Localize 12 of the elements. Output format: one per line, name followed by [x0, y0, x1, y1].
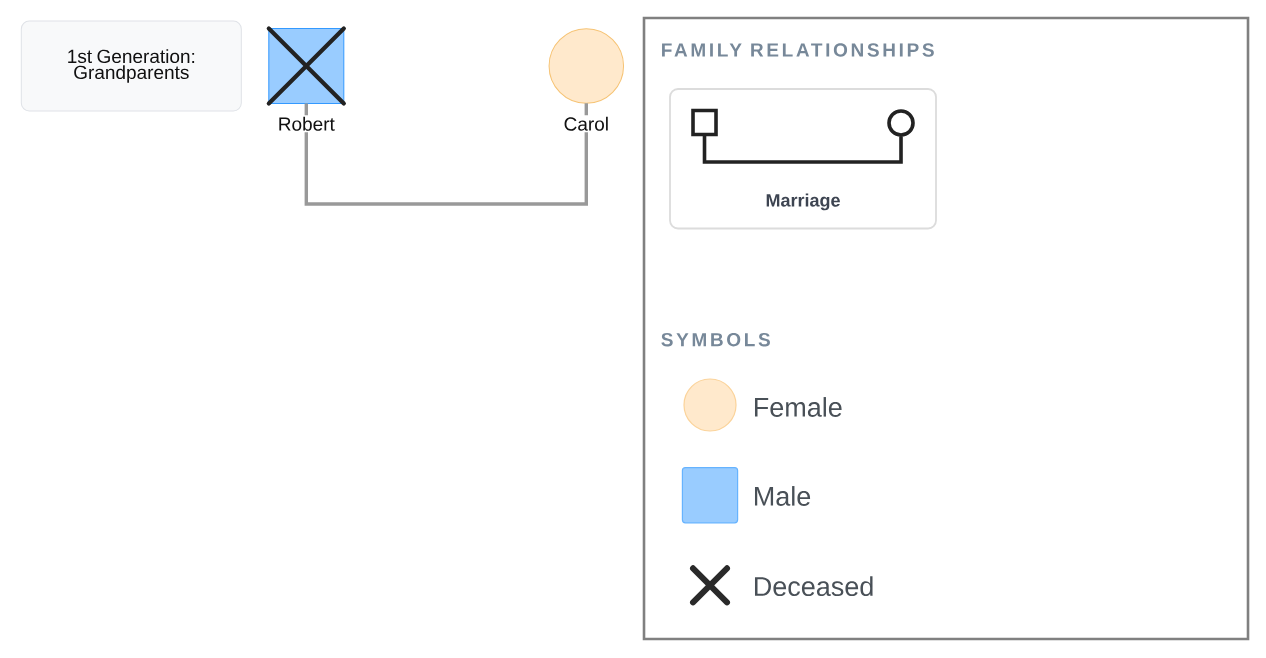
legend-card: Marriage [669, 88, 937, 230]
label-box: 1st Generation: Grandparents [20, 20, 242, 112]
connector-line [304, 103, 588, 206]
person-name: Robert [276, 115, 337, 133]
section-heading: SYMBOLS [661, 332, 770, 347]
circle-symbol [548, 28, 625, 104]
legend-text: Deceased [755, 576, 873, 597]
section-heading: FAMILY RELATIONSHIPS [662, 43, 934, 57]
person-name: Carol [562, 115, 611, 133]
legend-text: Male [755, 486, 811, 506]
crossed-square-symbol [266, 26, 346, 106]
legend-text: Female [755, 397, 842, 417]
